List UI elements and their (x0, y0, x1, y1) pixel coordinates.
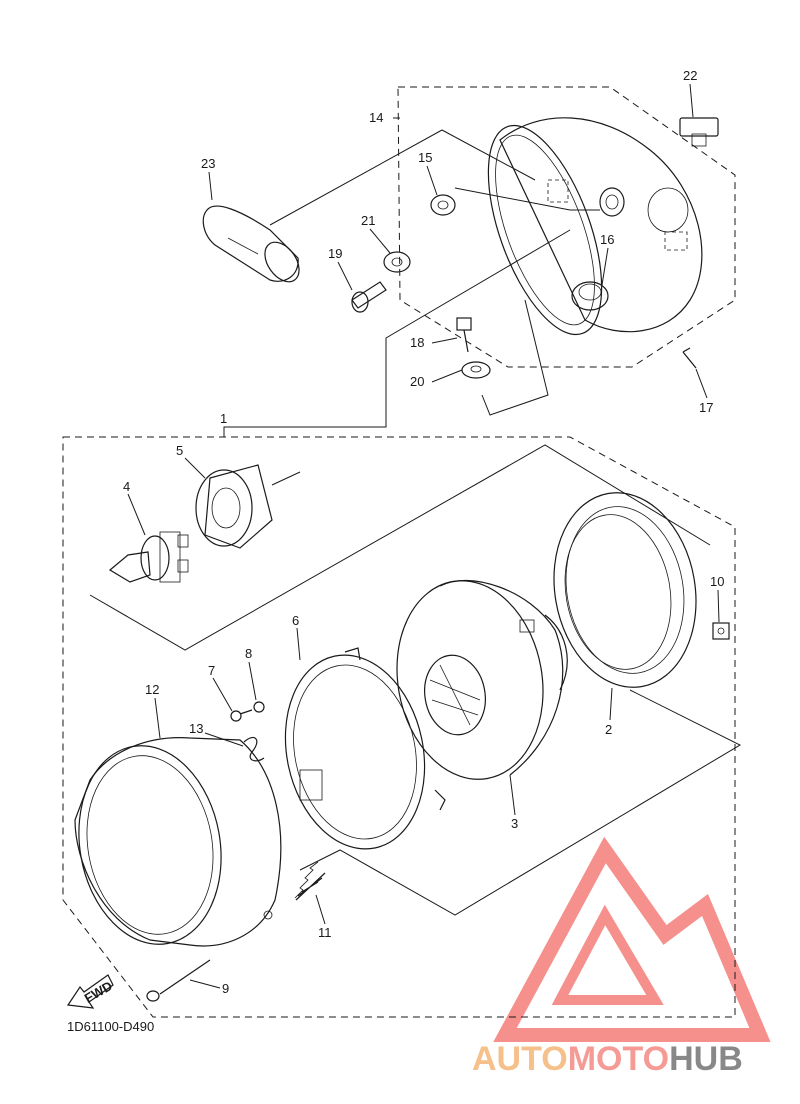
callout-20: 20 (410, 374, 424, 389)
callout-13: 13 (189, 721, 203, 736)
callout-10: 10 (710, 574, 724, 589)
callout-11: 11 (318, 925, 332, 940)
part-9-screw (146, 959, 211, 1002)
leader-line-1 (223, 229, 571, 437)
callout-7: 7 (208, 663, 215, 678)
part-13-spring (243, 737, 265, 762)
callout-8: 8 (245, 646, 252, 661)
callout-21: 21 (361, 213, 375, 228)
watermark-part-moto: MOTO (568, 1040, 669, 1078)
callout-18: 18 (410, 335, 424, 350)
callout-16: 16 (600, 232, 614, 247)
callout-14: 14 (369, 110, 383, 125)
part-21-collar (383, 251, 411, 273)
watermark-logo (493, 836, 771, 1042)
guide-line-mid (299, 689, 742, 916)
assembly-1-boundary (62, 436, 736, 1018)
guide-line-lower (89, 444, 711, 651)
part-3-reflector (396, 579, 568, 780)
part-20-washer (461, 361, 491, 379)
diagram-code: 1D61100-D490 (67, 1019, 154, 1034)
assembly-14-boundary (397, 86, 736, 368)
callout-5: 5 (176, 443, 183, 458)
callout-15: 15 (418, 150, 432, 165)
callout-22: 22 (683, 68, 697, 83)
callout-3: 3 (511, 816, 518, 831)
callout-12: 12 (145, 682, 159, 697)
part-15-grommet (430, 194, 456, 216)
callout-numbers: 23 22 14 15 21 19 16 18 20 17 1 5 4 10 6… (123, 68, 724, 996)
part-4-bulb (108, 531, 189, 583)
callout-1: 1 (220, 411, 227, 426)
part-19-bolt (351, 281, 387, 313)
watermark-text: AUTOMOTOHUB (472, 1040, 743, 1078)
leader-line-23 (269, 129, 536, 226)
part-22-clip (679, 117, 719, 147)
leader-line-15 (454, 187, 600, 211)
part-8-washer (253, 701, 265, 713)
part-7-screw (230, 709, 253, 722)
leader-line-16 (481, 299, 549, 416)
callout-leaders (127, 83, 720, 989)
part-2-rim (553, 492, 697, 688)
part-5-socket (195, 464, 301, 549)
callout-4: 4 (123, 479, 130, 494)
part-11-spring (294, 861, 326, 901)
callout-19: 19 (328, 246, 342, 261)
callout-23: 23 (201, 156, 215, 171)
callout-2: 2 (605, 722, 612, 737)
part-23-boot (202, 205, 300, 283)
watermark-part-auto: AUTO (472, 1040, 568, 1078)
fwd-arrow: FWD (66, 974, 115, 1009)
callout-17: 17 (699, 400, 713, 415)
part-10-nut (712, 622, 730, 640)
part-17-screw (682, 347, 697, 369)
watermark-part-hub: HUB (669, 1040, 743, 1078)
callout-6: 6 (292, 613, 299, 628)
part-18-bolt (456, 317, 472, 353)
part-12-outer-rim (74, 737, 282, 947)
part-6-inner-ring (284, 647, 446, 850)
callout-9: 9 (222, 981, 229, 996)
part-14-housing (487, 117, 703, 336)
